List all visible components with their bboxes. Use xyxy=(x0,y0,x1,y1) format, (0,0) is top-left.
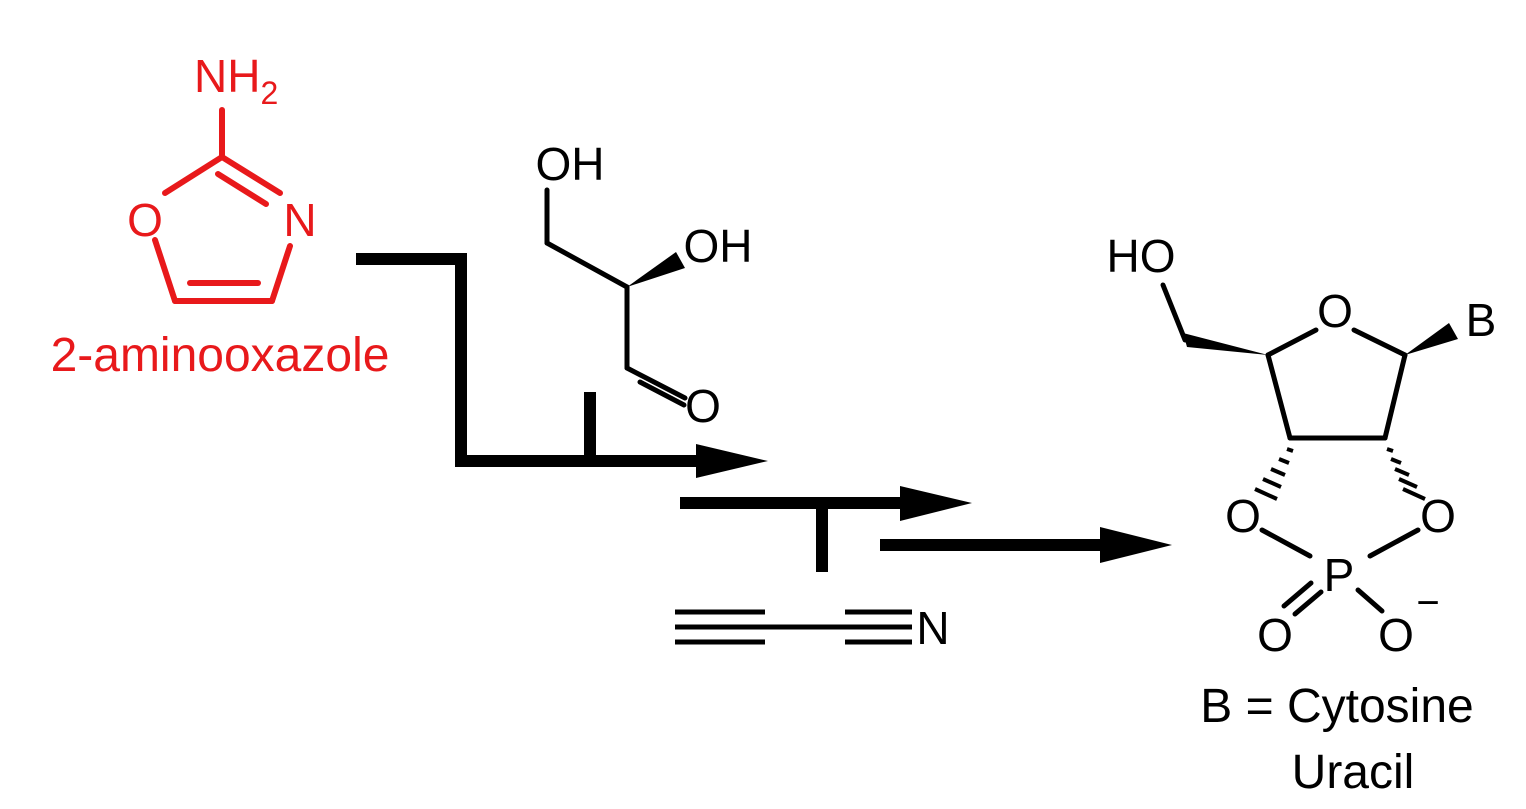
c2-n-double-bond-outer xyxy=(219,154,283,196)
nh2-label: NH2 xyxy=(194,50,278,111)
base-caption-line-2: Uracil xyxy=(1292,746,1415,799)
arrow-3-head xyxy=(1100,527,1172,563)
base-b-label: B xyxy=(1466,294,1497,346)
phosphorus-label: P xyxy=(1324,549,1355,601)
reaction-arrows xyxy=(356,253,1172,572)
c4-n-bond xyxy=(269,243,293,304)
aminooxazole-bonds xyxy=(152,107,293,304)
p-o-double-bond-b xyxy=(1281,580,1314,609)
cyanoacetylene-bonds xyxy=(675,609,912,645)
o-double-label: O xyxy=(1257,609,1293,661)
c1-c2-bond xyxy=(1382,352,1408,441)
c4-c3-bond xyxy=(1265,352,1293,441)
p-o-double-bond-a xyxy=(1292,589,1324,617)
aminooxazole-name: 2-aminooxazole xyxy=(51,329,390,382)
p-o-minus-bond xyxy=(1355,587,1385,614)
o3-p-bond xyxy=(1259,527,1313,559)
oxazole-n-label: N xyxy=(283,194,316,246)
wedge-bond-oh xyxy=(627,252,685,287)
o3-label: O xyxy=(1225,490,1261,542)
product-bonds xyxy=(1160,282,1421,617)
negative-charge-label: − xyxy=(1416,581,1439,625)
oh-mid-label: OH xyxy=(684,220,753,272)
nitrile-n-label: N xyxy=(916,602,949,654)
o-minus-label: O xyxy=(1378,609,1414,661)
hashed-bond-c3-o xyxy=(1254,447,1294,501)
ho-ch2-bond xyxy=(1160,282,1188,343)
ho-label: HO xyxy=(1107,230,1176,282)
product-structure: HO O B O O P O O − B = Cytosine Uracil xyxy=(1107,230,1497,799)
glyceraldehyde-structure: OH OH O xyxy=(536,138,753,432)
ch2-chiral-bond xyxy=(544,240,630,290)
wedge-bond-c4-c5 xyxy=(1183,333,1268,355)
c-o-double-bond-inner xyxy=(637,379,687,408)
aminooxazole-structure: NH2 O N 2-aminooxazole xyxy=(51,50,390,382)
carbonyl-o-label: O xyxy=(685,380,721,432)
arrow-1-shaft xyxy=(356,253,700,467)
arrow-2-head xyxy=(900,486,972,521)
o2-label: O xyxy=(1420,490,1456,542)
c-o-double-bond-outer xyxy=(624,365,688,401)
glyceraldehyde-bonds xyxy=(544,187,688,408)
wedge-bond-c1-base xyxy=(1405,323,1458,355)
o4-c1-bond xyxy=(1351,327,1408,358)
hashed-bond-c2-o xyxy=(1386,447,1426,501)
ring-o-label: O xyxy=(1317,285,1353,337)
c2-o-bond xyxy=(162,154,225,196)
arrow-1-head xyxy=(696,444,768,478)
c2-n-double-bond-inner xyxy=(215,171,269,207)
oxazole-o-label: O xyxy=(127,194,163,246)
o-c5-bond xyxy=(152,237,178,304)
c4-o4-bond xyxy=(1265,327,1319,358)
cyanoacetylene-structure: N xyxy=(675,602,950,654)
o2-p-bond xyxy=(1367,527,1421,559)
base-caption-line-1: B = Cytosine xyxy=(1200,680,1473,733)
oh-top-label: OH xyxy=(536,138,605,190)
